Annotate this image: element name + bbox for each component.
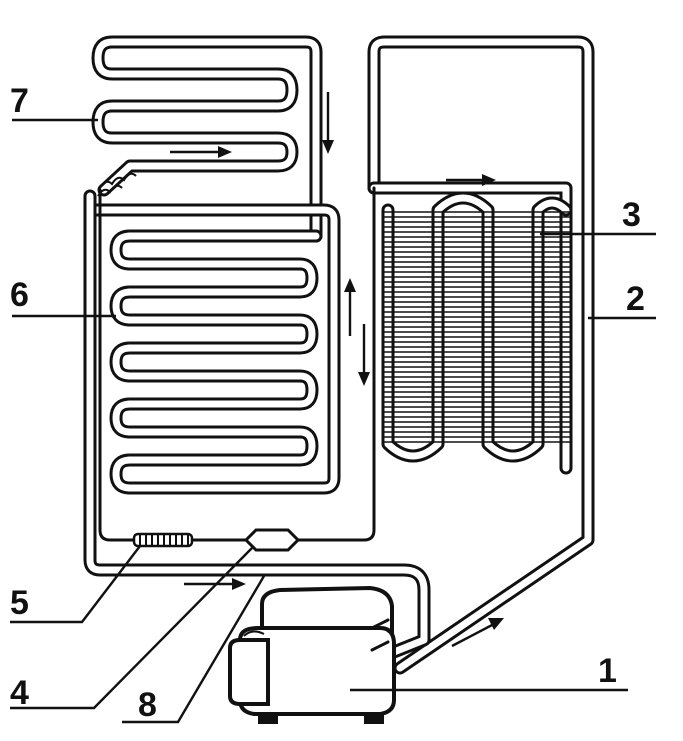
label-6: 6 xyxy=(10,276,29,314)
leader-lines xyxy=(10,118,656,724)
condenser-wire-grid xyxy=(382,211,572,443)
label-4: 4 xyxy=(10,674,29,712)
arrow-down-freezer xyxy=(322,92,334,154)
compressor xyxy=(228,585,396,724)
label-7: 7 xyxy=(10,82,29,120)
arrow-up-right-compressor xyxy=(451,618,504,648)
arrow-right-condenser xyxy=(446,174,496,186)
arrow-up-middle xyxy=(344,278,356,336)
label-1: 1 xyxy=(598,652,617,690)
condenser-loop xyxy=(367,35,595,675)
filter-drier xyxy=(132,532,194,548)
label-2: 2 xyxy=(626,280,645,318)
suction-and-capillary-lines xyxy=(83,186,431,663)
arrow-right-freezer xyxy=(170,146,232,158)
flow-arrows xyxy=(170,92,504,648)
label-3: 3 xyxy=(622,196,641,234)
fridge-evaporator xyxy=(83,203,341,495)
arrow-down-middle xyxy=(358,324,370,386)
condenser-coil xyxy=(381,191,573,463)
label-5: 5 xyxy=(10,584,29,622)
label-8: 8 xyxy=(138,686,157,724)
heat-exchanger-junction xyxy=(243,528,301,552)
arrow-right-bottom xyxy=(184,578,246,590)
